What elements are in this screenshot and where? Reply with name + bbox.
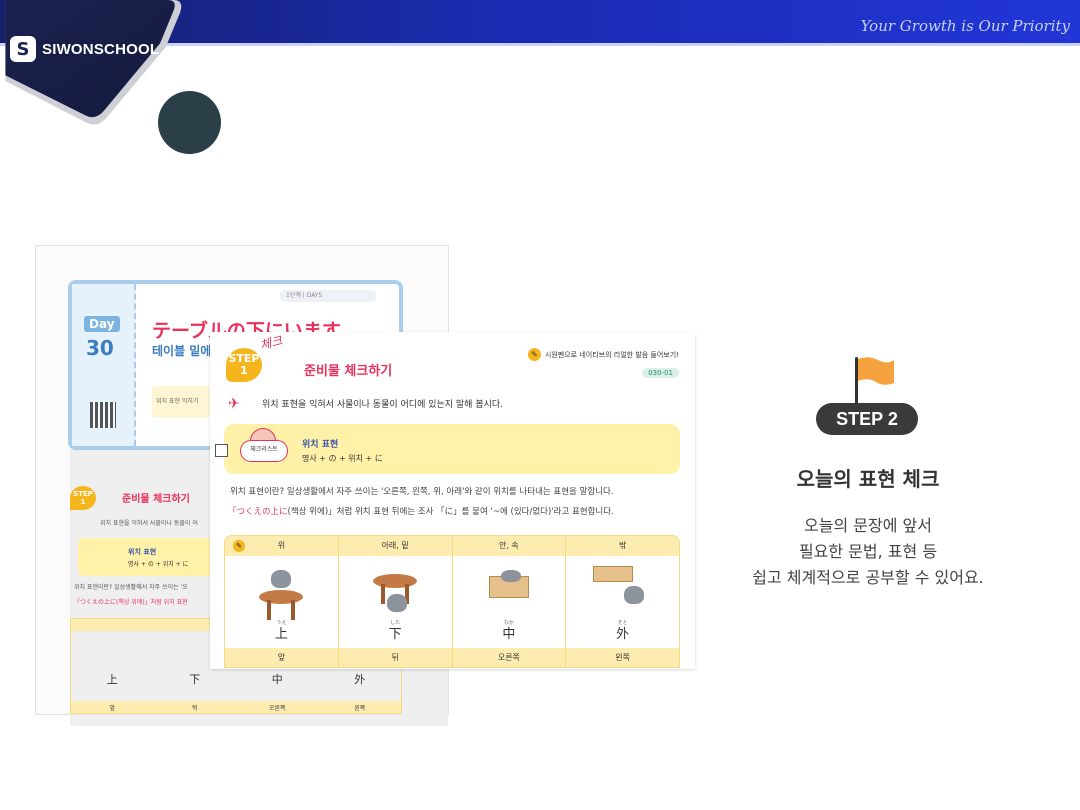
track-badge: 030-01	[642, 368, 679, 378]
audio-hint-text: 시원펜으로 네이티브의 리얼한 발음 들어보기!	[544, 350, 679, 359]
check-script: 체크	[258, 333, 284, 353]
explanation-2: 「つくえの上に(책상 위에)」처럼 위치 표현 뒤에는 조사 「に」를 붙여 '…	[228, 505, 614, 517]
feature-description: 오늘의 문장에 앞서 필요한 문법, 표현 등 쉽고 체계적으로 공부할 수 있…	[700, 513, 1036, 591]
table-head-cell: 아래, 밑	[339, 536, 453, 556]
table-illustration	[259, 590, 304, 604]
cat-illustration	[386, 594, 407, 612]
furigana: なか	[503, 620, 514, 626]
feature-title: 오늘의 표현 체크	[796, 467, 940, 491]
table-head-cell: 위	[225, 536, 339, 556]
cat-illustration	[500, 570, 521, 582]
furigana: した	[390, 620, 401, 626]
table-foot-cell: 앞	[225, 648, 339, 667]
back-kanji-row: 上 下 中 外	[71, 671, 401, 687]
furigana: うえ	[276, 620, 287, 626]
desc-line-1: 오늘의 문장에 앞서	[804, 516, 932, 535]
table-foot-cell: 뒤	[339, 648, 453, 667]
day-number: 30	[86, 336, 114, 360]
back-kanji: 外	[354, 673, 366, 686]
day-label: Day	[84, 316, 120, 332]
position-table: ✎ 위 아래, 밑 안, 속 밖 うえ 上 した 下	[224, 535, 680, 668]
flag-pole	[855, 357, 858, 405]
position-table-footer: 앞 뒤 오른쪽 왼쪽	[225, 648, 679, 667]
kanji: 外	[616, 627, 630, 642]
audio-hint: ✎ 시원펜으로 네이티브의 리얼한 발음 들어보기!	[527, 348, 679, 361]
back-foot-cell: 왼쪽	[354, 705, 366, 712]
pen-icon: ✎	[527, 348, 541, 361]
explanation-1: 위치 표현이란? 일상생활에서 자주 쓰이는 '오른쪽, 왼쪽, 위, 아래'와…	[230, 487, 614, 497]
checkbox-icon	[215, 444, 228, 457]
table-foot-cell: 오른쪽	[453, 648, 567, 667]
back-yellow-title: 위치 표현	[128, 548, 157, 556]
ticket-bar: 위치 표현 익히기	[152, 386, 212, 418]
back-text-2: 「つくえの上に(책상 위에)」처럼 위치 표현	[74, 599, 188, 606]
furigana: そと	[617, 620, 628, 626]
cell-in: なか 中	[453, 556, 567, 648]
slogan: Your Growth is Our Priority	[860, 17, 1070, 35]
back-instruction: 위치 표현을 익혀서 사물이나 동물이 어	[100, 520, 198, 527]
table-leg	[291, 600, 295, 620]
back-kanji: 中	[271, 673, 283, 686]
flag-icon	[858, 357, 894, 385]
table-leg	[267, 600, 271, 620]
kanji: 下	[388, 627, 402, 642]
desc-line-2: 필요한 문법, 표현 등	[798, 542, 938, 561]
back-step-badge: STEP 1	[70, 486, 96, 510]
kanji: 中	[502, 627, 516, 642]
ticket-header: 1단계 | DAY5	[280, 290, 376, 302]
ticket-stub: Day 30	[72, 284, 136, 446]
logo-text: SIWONSCHOOL	[42, 40, 160, 58]
box-illustration	[592, 566, 633, 582]
logo-mark-icon: S	[10, 36, 36, 62]
qr-code-icon	[90, 402, 116, 428]
pen-icon: ✎	[233, 540, 245, 552]
table-foot-cell: 왼쪽	[615, 653, 630, 662]
grammar-title: 위치 표현	[302, 440, 339, 450]
desc-line-3: 쉽고 체계적으로 공부할 수 있어요.	[752, 568, 984, 587]
back-yellow-sub: 명사 + の + 위치 + に	[128, 561, 189, 568]
back-text-1: 위치 표현이란? 일상생활에서 자주 쓰이는 '오	[74, 584, 188, 591]
logo-panel	[5, 0, 182, 125]
back-table-footer: 앞 뒤 오른쪽 왼쪽	[71, 701, 401, 713]
back-kanji: 下	[189, 673, 201, 686]
cell-out: そと 外	[566, 556, 679, 648]
back-foot-cell: 뒤	[191, 705, 198, 712]
step-2-badge: STEP 2	[816, 403, 918, 435]
cat-illustration	[271, 570, 291, 588]
cat-illustration	[624, 586, 645, 604]
cell-up: うえ 上	[225, 556, 339, 648]
logo[interactable]: S SIWONSCHOOL	[10, 36, 159, 62]
decorative-circle	[158, 91, 221, 154]
table-illustration	[373, 574, 418, 588]
airplane-icon: ✈	[228, 396, 240, 412]
grammar-box	[224, 424, 680, 474]
table-head-cell: 안, 속	[453, 536, 567, 556]
instruction-text: 위치 표현을 익혀서 사물이나 동물이 어디에 있는지 말해 봅시다.	[262, 400, 504, 410]
table-head-cell: 밖	[618, 541, 627, 550]
cell-down: した 下	[339, 556, 453, 648]
back-foot-cell: 앞	[109, 705, 116, 712]
position-table-header: ✎ 위 아래, 밑 안, 속 밖	[225, 536, 679, 556]
table-leg	[380, 584, 385, 604]
kanji: 上	[274, 627, 288, 642]
back-step-title: 준비물 체크하기	[122, 494, 190, 505]
position-table-body: うえ 上 した 下 なか 中 そと 外	[225, 556, 679, 648]
explanation-2-rest: (책상 위에)」처럼 위치 표현 뒤에는 조사 「に」를 붙여 '~에 (있다/…	[287, 507, 614, 517]
grammar-formula: 명사 + の + 위치 + に	[302, 454, 383, 463]
back-foot-cell: 오른쪽	[268, 705, 286, 712]
back-kanji: 上	[106, 673, 118, 686]
checklist-badge: 체크리스트	[240, 440, 288, 462]
lesson-subtitle: 테이블 밑에	[152, 344, 212, 358]
example-phrase: 「つくえの上に	[228, 507, 288, 517]
section-title: 준비물 체크하기	[304, 364, 393, 379]
table-leg	[404, 584, 409, 604]
